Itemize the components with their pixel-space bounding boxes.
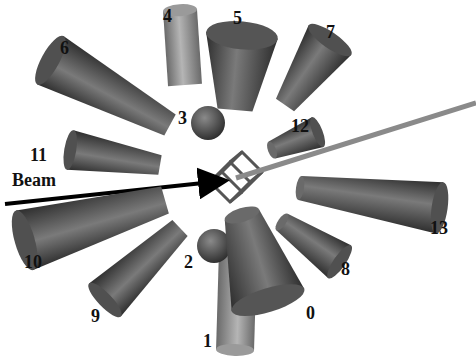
callout-number: 0 bbox=[306, 303, 315, 323]
detector-cone bbox=[264, 19, 356, 120]
callout-number: 4 bbox=[163, 6, 172, 26]
detector-cone bbox=[199, 18, 279, 113]
callout-number: 9 bbox=[91, 306, 100, 326]
detector-cone bbox=[204, 197, 308, 323]
callout-number: 12 bbox=[291, 116, 309, 136]
detector-cylinder bbox=[163, 3, 202, 86]
callout-number: 5 bbox=[233, 8, 242, 28]
callout-number: 13 bbox=[430, 218, 448, 238]
detector-cone bbox=[61, 129, 163, 184]
callout-number: 6 bbox=[60, 38, 69, 58]
detector-cone bbox=[29, 32, 183, 149]
beam-label: Beam bbox=[12, 170, 56, 190]
detector-sphere bbox=[191, 106, 225, 140]
beam-pipe bbox=[236, 103, 476, 178]
callout-number: 8 bbox=[341, 259, 350, 279]
detector-cone bbox=[84, 211, 196, 321]
callout-number: 11 bbox=[30, 145, 47, 165]
callout-number: 2 bbox=[184, 252, 193, 272]
callout-number: 1 bbox=[203, 331, 212, 351]
callout-number: 3 bbox=[178, 108, 187, 128]
callout-number: 7 bbox=[326, 22, 335, 42]
detector-cone bbox=[292, 162, 451, 235]
callout-number: 10 bbox=[24, 252, 42, 272]
